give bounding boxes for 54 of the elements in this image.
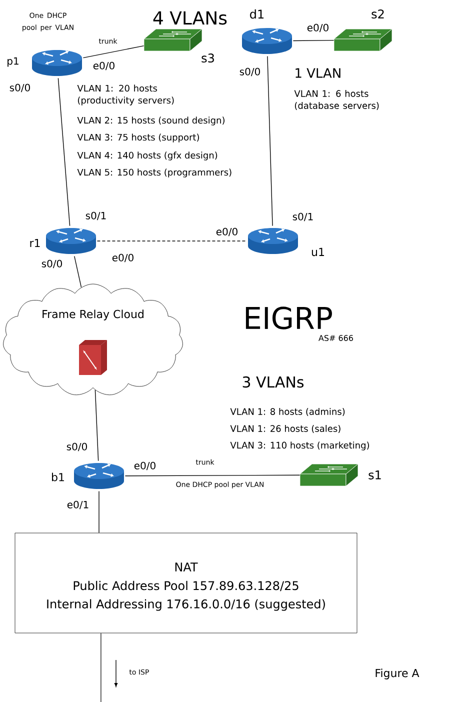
node-label: p1 xyxy=(8,57,18,67)
figure-caption: Figure A xyxy=(376,668,420,680)
heading: 1 VLAN xyxy=(296,68,340,78)
router-icon xyxy=(248,228,298,254)
heading: 3 VLANs xyxy=(242,376,304,388)
switch-icon xyxy=(334,28,392,52)
node-label: r1 xyxy=(30,239,40,248)
connection-line xyxy=(100,632,102,702)
connection-line xyxy=(98,490,100,534)
heading: 4 VLANs xyxy=(153,11,227,25)
note-text: VLAN 4: 140 hosts (gfx design) xyxy=(77,152,218,160)
node-label: s1 xyxy=(368,470,381,480)
node-label: s3 xyxy=(202,53,214,63)
router-icon xyxy=(242,28,292,54)
connection-line xyxy=(74,256,82,288)
note-text: VLAN 1: 8 hosts (admins) xyxy=(230,408,345,416)
note-text: VLAN 5: 150 hosts (programmers) xyxy=(77,168,232,178)
node-label: s2 xyxy=(372,9,384,19)
note-text: VLAN 3: 75 hosts (support) xyxy=(77,134,199,142)
connection-line xyxy=(292,40,334,42)
connection-line xyxy=(124,474,300,476)
node-label: e0/0 xyxy=(112,254,134,262)
node-label: e0/1 xyxy=(67,500,88,510)
note-text: AS# 666 xyxy=(318,334,353,342)
switch-icon xyxy=(144,28,202,52)
note-text: VLAN 3: 110 hosts (marketing) xyxy=(230,442,370,450)
note-text: VLAN 2: 15 hosts (sound design) xyxy=(77,116,224,126)
node-label: s0/0 xyxy=(10,84,30,92)
node-label: d1 xyxy=(250,9,264,19)
router-icon xyxy=(32,50,82,76)
heading: EIGRP xyxy=(246,306,332,330)
note-text: VLAN 1: 26 hosts (sales) xyxy=(230,425,340,434)
node-label: s0/0 xyxy=(42,260,62,268)
node-label: u1 xyxy=(312,248,324,256)
node-label: e0/0 xyxy=(134,462,156,470)
node-label: s0/1 xyxy=(86,212,106,220)
connection-line xyxy=(58,78,70,226)
node-label: e0/0 xyxy=(93,62,114,70)
connection-line xyxy=(82,45,144,58)
switch-icon xyxy=(300,464,358,486)
connection-line xyxy=(96,240,248,242)
connection-line xyxy=(267,56,273,226)
nat-box: NAT Public Address Pool 157.89.63.128/25 Internal Addressing 176.16.0.0/16 (suggested) xyxy=(14,532,358,634)
cloud: Frame Relay Cloud xyxy=(3,284,183,396)
node-label: e0/0 xyxy=(216,228,238,236)
router-icon xyxy=(46,228,96,254)
edge-label: e0/0 xyxy=(306,22,330,34)
node-label: s0/1 xyxy=(292,212,313,222)
router-icon xyxy=(74,463,124,489)
node-label: b1 xyxy=(52,472,64,482)
note-text: VLAN 1: 20 hosts (productivity servers) xyxy=(77,84,174,106)
node-label: s0/0 xyxy=(240,68,260,76)
note-text: VLAN 1: 6 hosts (database servers) xyxy=(294,90,379,110)
node-label: s0/0 xyxy=(66,442,87,452)
